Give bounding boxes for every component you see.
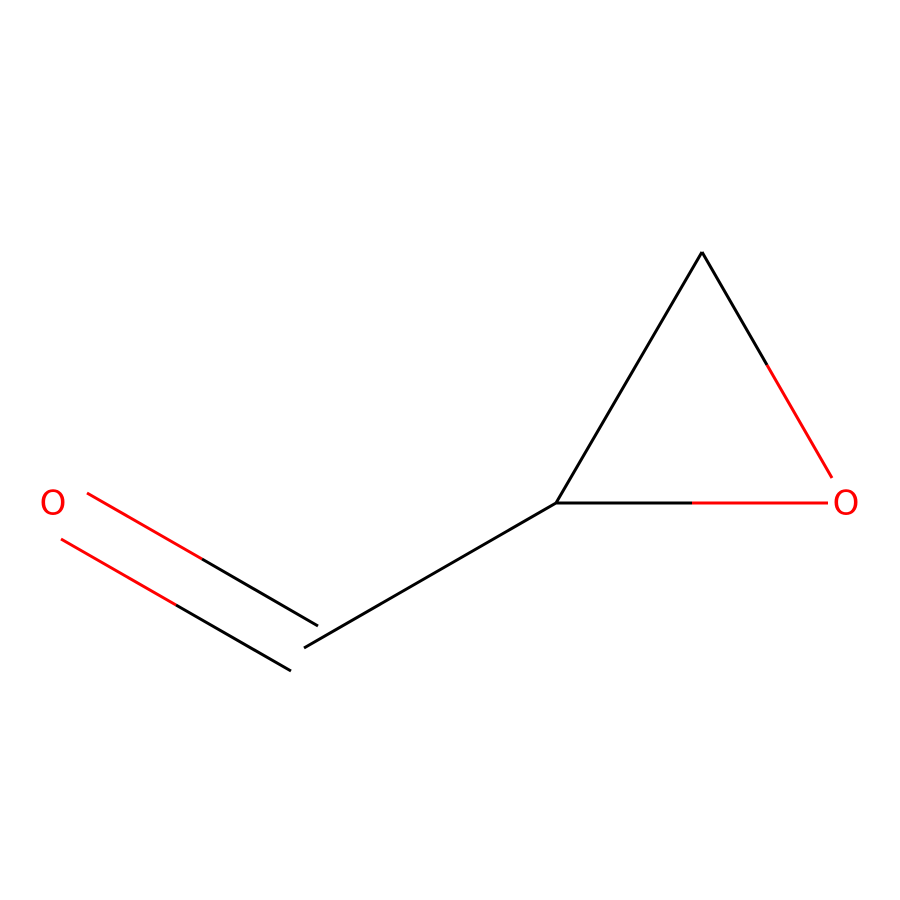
bond-carbonyl-line-2-carbon-half bbox=[175, 603, 292, 673]
bond-c3-o2 bbox=[700, 251, 834, 479]
atom-label-epoxide-oxygen: O bbox=[833, 484, 860, 524]
bond-c3-o2-oxygen-half bbox=[765, 364, 834, 479]
bond-c1-c2 bbox=[303, 501, 557, 650]
bond-carbonyl-line-1-oxygen-half bbox=[86, 491, 203, 561]
bond-carbonyl-double bbox=[60, 491, 319, 673]
bond-c3-o2-carbon-half bbox=[700, 251, 769, 366]
bond-carbonyl-line-2-oxygen-half bbox=[60, 537, 177, 607]
bond-carbonyl-line-1-carbon-half bbox=[201, 557, 319, 628]
atom-label-carbonyl-oxygen: O bbox=[40, 484, 67, 524]
bond-c2-c3 bbox=[554, 251, 704, 504]
